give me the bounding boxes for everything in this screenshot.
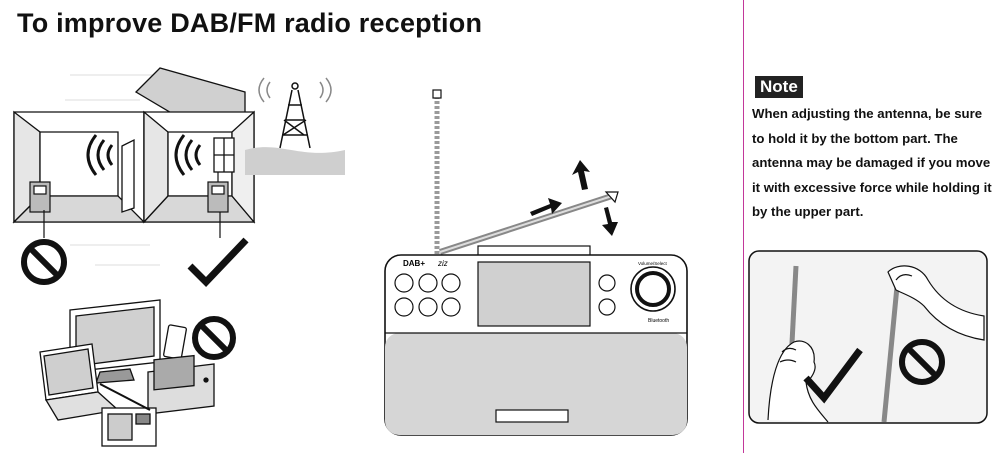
incorrect-grip bbox=[881, 265, 985, 423]
prohibited-icon bbox=[21, 239, 67, 285]
page-title: To improve DAB/FM radio reception bbox=[17, 8, 483, 38]
antenna-vertical bbox=[432, 89, 442, 254]
illustration-area: DAB+ ziz Volume/Select Bluetooth bbox=[12, 67, 688, 447]
prohibited-icon-note bbox=[899, 339, 945, 385]
radio-label-bluetooth: Bluetooth bbox=[648, 318, 669, 324]
electronics-interference bbox=[39, 299, 215, 447]
radio-tower-icon bbox=[258, 77, 332, 149]
antenna-handling-illustration bbox=[748, 250, 988, 424]
signal-waves-icon bbox=[86, 134, 202, 176]
note-badge: Note bbox=[755, 76, 803, 98]
radio-logo-brand: ziz bbox=[437, 259, 448, 268]
radio-in-room-left bbox=[29, 181, 51, 213]
column-divider bbox=[743, 0, 744, 453]
antenna-tilted bbox=[439, 191, 619, 255]
room-right bbox=[134, 67, 256, 224]
radio-logo-dab: DAB+ bbox=[403, 259, 425, 268]
correct-grip bbox=[767, 265, 829, 423]
arrow-icon bbox=[530, 160, 618, 236]
prohibited-icon-electronics bbox=[192, 316, 236, 360]
note-text: When adjusting the antenna, be sure to h… bbox=[752, 106, 992, 219]
radio-label-volume: Volume/Select bbox=[638, 261, 668, 266]
checkmark-icon-note bbox=[803, 347, 863, 404]
radio-device bbox=[384, 89, 688, 436]
checkmark-icon bbox=[187, 237, 249, 288]
radio-in-room-right bbox=[207, 172, 229, 213]
